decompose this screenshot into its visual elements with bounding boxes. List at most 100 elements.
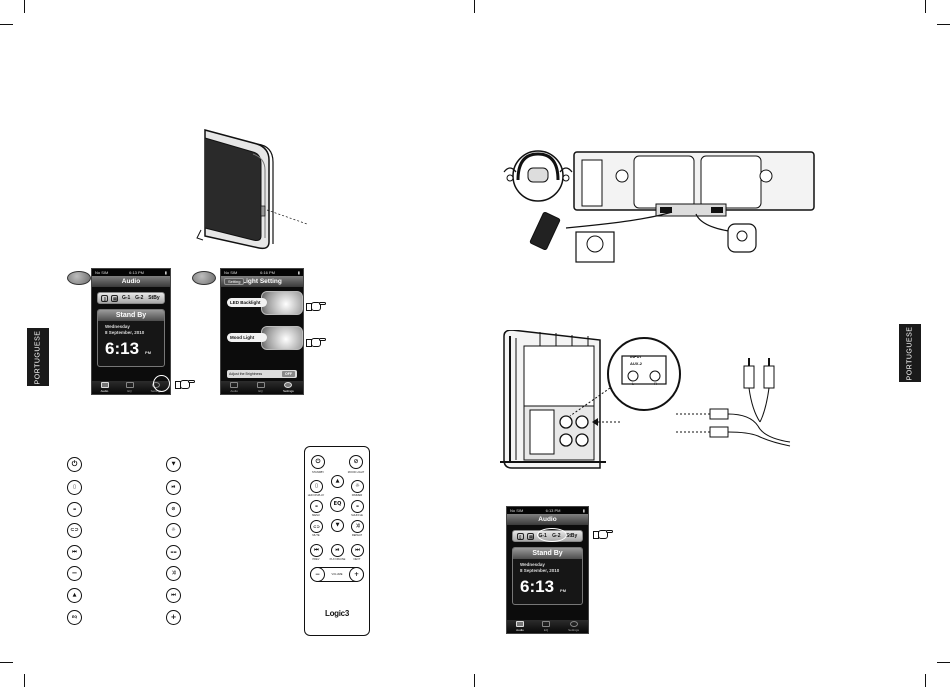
equalizer-icon bbox=[125, 382, 134, 388]
time-text: 6:13 bbox=[520, 577, 555, 596]
shuffle-icon: ⤨ bbox=[166, 566, 181, 581]
source-g2[interactable]: G-2 bbox=[135, 295, 144, 301]
tab-label: Audio bbox=[100, 389, 109, 393]
source-highlight-oval bbox=[537, 528, 567, 542]
audio-screen-aux: No SIM 6:13 PM ▮ Audio ▯ ▤ G-1 G-2 StBy … bbox=[506, 506, 589, 634]
crop-mark bbox=[937, 662, 950, 663]
status-bar: No SIM 6:16 PM ▮ bbox=[221, 269, 303, 276]
source-g1[interactable]: G-1 bbox=[121, 295, 131, 301]
dimmer-label: DIMMER bbox=[351, 494, 363, 497]
day-text: Wednesday bbox=[520, 562, 545, 567]
date-text: 8 September, 2010 bbox=[520, 568, 560, 573]
mood-light-label: MOOD LIGHT bbox=[347, 471, 365, 474]
audio-screen: No SIM 6:13 PM ▮ Audio ▯ ▤ G-1 G-2 StBy … bbox=[91, 268, 171, 395]
aux-input-illustration bbox=[500, 330, 791, 469]
carrier-text: No SIM bbox=[224, 270, 238, 275]
crop-mark bbox=[474, 674, 475, 687]
ipod-source-icon[interactable]: ▯ bbox=[101, 294, 109, 302]
battery-icon: ▮ bbox=[297, 270, 300, 275]
tab-eq[interactable]: EQ bbox=[542, 621, 551, 632]
brand-logo: Logic3 bbox=[305, 609, 369, 618]
eq-button[interactable]: EQ bbox=[330, 497, 345, 512]
back-button[interactable]: Setting bbox=[224, 278, 245, 285]
play-pause-label: PLAY/PAUSE bbox=[329, 558, 346, 561]
source-standby[interactable]: StBy bbox=[565, 533, 578, 539]
crop-mark bbox=[474, 0, 475, 13]
tab-settings[interactable]: Settings bbox=[283, 382, 294, 393]
play-pause-button[interactable]: ⏯ bbox=[331, 544, 344, 557]
status-panel: Stand By Wednesday 8 September, 2010 6:1… bbox=[512, 547, 583, 605]
crop-mark bbox=[24, 674, 25, 687]
source-standby[interactable]: StBy bbox=[148, 295, 160, 301]
clock-text: 6:16 PM bbox=[260, 270, 276, 275]
step-badge bbox=[192, 271, 216, 285]
speaker-side-illustration bbox=[196, 129, 308, 250]
power-icon: ⏻ bbox=[67, 457, 82, 472]
menu-icon: ▬ bbox=[67, 502, 82, 517]
standby-label: Stand By bbox=[513, 548, 582, 559]
shuffle-button[interactable]: ⤨ bbox=[351, 520, 364, 533]
repeat-icon: ⊂⊃ bbox=[67, 523, 82, 538]
next-button[interactable]: ⏭ bbox=[351, 544, 364, 557]
mood-light-label: Mood Light bbox=[227, 333, 267, 342]
input-subtitle: AUX-2 bbox=[630, 361, 643, 366]
screen-title: Audio bbox=[92, 276, 170, 287]
led-display-button[interactable]: ▯ bbox=[310, 480, 323, 493]
tab-audio[interactable]: Audio bbox=[516, 621, 525, 632]
volume-down-icon: − bbox=[67, 566, 82, 581]
tab-bar: Audio EQ Settings bbox=[507, 620, 588, 633]
settings-highlight-circle bbox=[153, 375, 170, 392]
dimmer-button[interactable]: ☼ bbox=[351, 480, 364, 493]
source-selector: ▯ ▤ G-1 G-2 StBy bbox=[97, 292, 165, 304]
tab-eq[interactable]: EQ bbox=[125, 382, 134, 393]
tab-audio[interactable]: Audio bbox=[100, 382, 109, 393]
tab-label: Settings bbox=[282, 389, 294, 393]
tab-label: Settings bbox=[150, 389, 162, 393]
eq-button-label: EQ bbox=[333, 501, 342, 507]
tab-eq[interactable]: EQ bbox=[256, 382, 265, 393]
tab-bar: Audio EQ Settings bbox=[221, 381, 303, 394]
volume-up-button[interactable]: + bbox=[349, 567, 364, 582]
ampm-text: PM bbox=[560, 588, 567, 593]
standby-button[interactable]: ⏻ bbox=[311, 455, 325, 469]
speaker-icon bbox=[230, 382, 239, 388]
volume-down-button[interactable]: − bbox=[310, 567, 325, 582]
shuffle-label: SHUFFLE bbox=[351, 514, 363, 517]
tab-settings[interactable]: Settings bbox=[568, 621, 579, 632]
language-tab-left: PORTUGUESE bbox=[27, 328, 49, 386]
volume-up-icon: + bbox=[166, 610, 181, 625]
jack-right-label: R bbox=[654, 381, 657, 386]
up-button[interactable]: ▲ bbox=[331, 475, 344, 488]
down-arrow-icon: ▼ bbox=[166, 457, 181, 472]
jack-left-label: L bbox=[632, 381, 635, 386]
battery-icon: ▮ bbox=[582, 508, 585, 513]
up-arrow-icon: ▲ bbox=[67, 588, 82, 603]
led-backlight-control[interactable] bbox=[261, 291, 303, 315]
tab-audio[interactable]: Audio bbox=[230, 382, 239, 393]
tab-label: Settings bbox=[568, 628, 579, 632]
ipod-icon: ▯ bbox=[67, 480, 82, 495]
previous-button[interactable]: ⏮ bbox=[310, 544, 323, 557]
menu-label: MENU bbox=[312, 514, 320, 517]
menu-button[interactable]: ▬ bbox=[310, 500, 323, 513]
tab-label: EQ bbox=[543, 628, 549, 632]
date-text: 8 September, 2010 bbox=[105, 330, 145, 335]
previous-label: PREV bbox=[312, 558, 320, 561]
radio-source-icon[interactable]: ▤ bbox=[527, 532, 535, 540]
radio-source-icon[interactable]: ▤ bbox=[111, 294, 119, 302]
brightness-toggle[interactable]: OFF bbox=[282, 371, 295, 377]
crop-mark bbox=[0, 24, 13, 25]
clock-text: 6:13 PM bbox=[129, 270, 145, 275]
speaker-icon bbox=[100, 382, 109, 388]
mood-light-control[interactable] bbox=[261, 326, 303, 350]
shuffle-text-button[interactable]: ▬ bbox=[351, 500, 364, 513]
mood-light-button[interactable]: ⊘ bbox=[349, 455, 363, 469]
down-button[interactable]: ▼ bbox=[331, 519, 344, 532]
eq-icon: EQ bbox=[67, 610, 82, 625]
repeat-label: REPEAT bbox=[351, 534, 363, 537]
led-display-label: LED DISPLAY bbox=[307, 494, 325, 497]
ipod-source-icon[interactable]: ▯ bbox=[516, 532, 524, 540]
repeat-button[interactable]: ⊂⊃ bbox=[310, 520, 323, 533]
clock-text: 6:13 PM bbox=[545, 508, 561, 513]
